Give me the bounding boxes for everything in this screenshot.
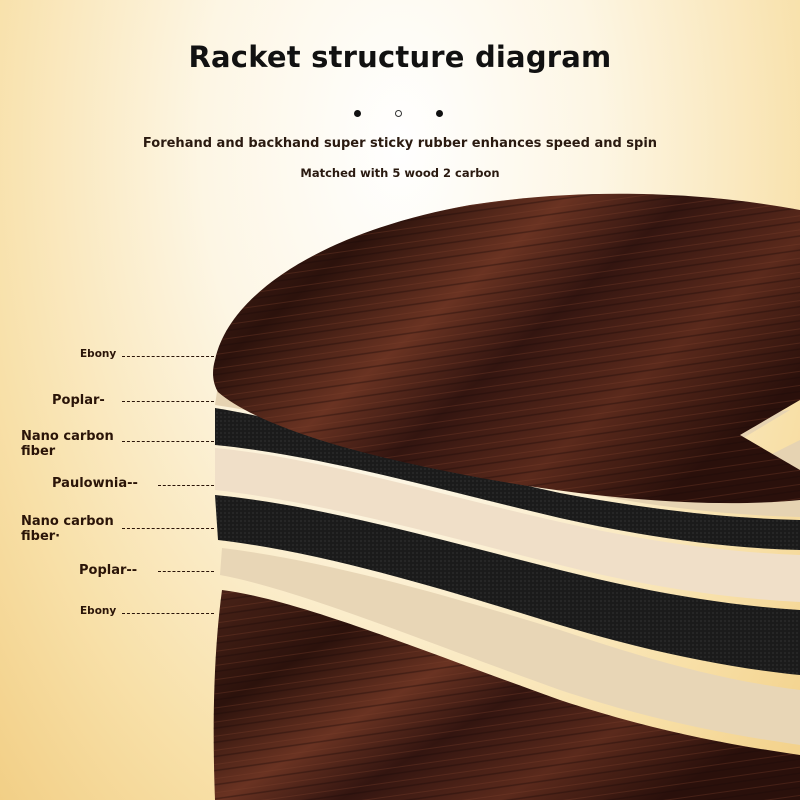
layer-carbon-bottom (215, 495, 800, 675)
layer-label-ebony-bottom: Ebony (80, 605, 117, 617)
layer-label-poplar-top: Poplar- (52, 393, 105, 408)
leader-line (122, 528, 214, 529)
layer-label-carbon-top: Nano carbon fiber (21, 429, 114, 459)
layer-poplar-bottom (220, 548, 800, 745)
leader-line (122, 356, 214, 357)
leader-line (158, 485, 214, 486)
layer-label-ebony-top: Ebony (80, 348, 117, 360)
subtitle: Forehand and backhand super sticky rubbe… (142, 136, 658, 151)
layer-ebony-top (213, 193, 800, 504)
layer-paulownia (215, 448, 800, 602)
layer-label-paulownia: Paulownia-- (52, 476, 138, 491)
dot-icon (354, 110, 361, 117)
pagination-dots (352, 110, 452, 122)
leader-line (122, 401, 214, 402)
dot-icon (436, 110, 443, 117)
dot-hollow-icon (395, 110, 402, 117)
subtitle-secondary: Matched with 5 wood 2 carbon (300, 166, 500, 180)
layer-label-carbon-bottom: Nano carbon fiber· (21, 514, 114, 544)
leader-line (158, 571, 214, 572)
leader-line (122, 441, 214, 442)
leader-line (122, 613, 214, 614)
layer-ebony-bottom (213, 590, 800, 800)
page-title: Racket structure diagram (188, 40, 612, 74)
layer-label-poplar-bottom: Poplar-- (79, 563, 138, 578)
